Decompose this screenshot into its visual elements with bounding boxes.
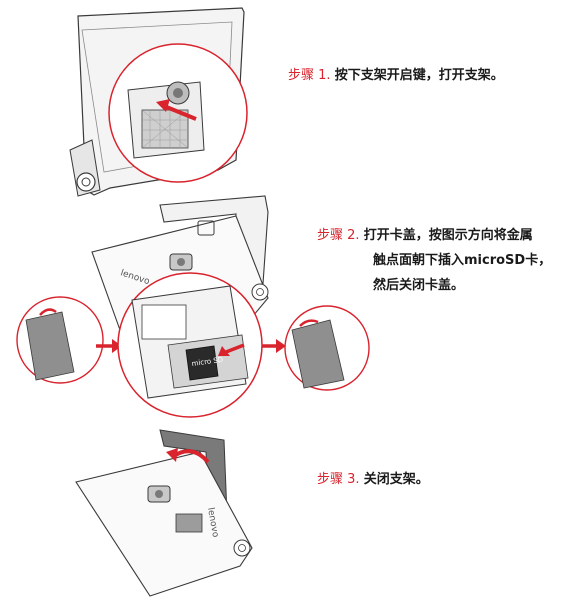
step-2-continuation-1: 触点面朝下插入microSD卡， xyxy=(373,253,552,268)
step2-illustration: lenovo micro SD xyxy=(16,195,370,418)
step-number: 3. xyxy=(347,472,360,487)
step-1: 步骤 1. 按下支架开启键，打开支架。 xyxy=(288,64,504,87)
step-label: 步骤 xyxy=(288,68,315,83)
close-arrow-icon xyxy=(299,319,319,327)
open-arrow-icon xyxy=(39,308,57,316)
step-text: 关闭支架。 xyxy=(363,472,429,487)
step-2: 步骤 2. 打开卡盖，按图示方向将金属 xyxy=(317,224,533,247)
microsd-card-icon xyxy=(185,345,219,381)
step-number: 1. xyxy=(318,68,331,83)
insert-arrow-icon xyxy=(225,343,245,354)
step-text: 按下支架开启键，打开支架。 xyxy=(334,68,504,83)
step-label: 步骤 xyxy=(317,228,344,243)
step3-illustration: lenovo xyxy=(75,429,253,597)
step-text: 打开卡盖，按图示方向将金属 xyxy=(363,228,533,243)
step-3: 步骤 3. 关闭支架。 xyxy=(317,468,429,491)
hinge-circle xyxy=(76,172,96,192)
step-label: 步骤 xyxy=(317,472,344,487)
press-arrow-icon xyxy=(163,104,197,121)
step-2-continuation-2: 然后关闭卡盖。 xyxy=(373,278,465,293)
step-number: 2. xyxy=(347,228,360,243)
step1-illustration xyxy=(69,7,248,197)
